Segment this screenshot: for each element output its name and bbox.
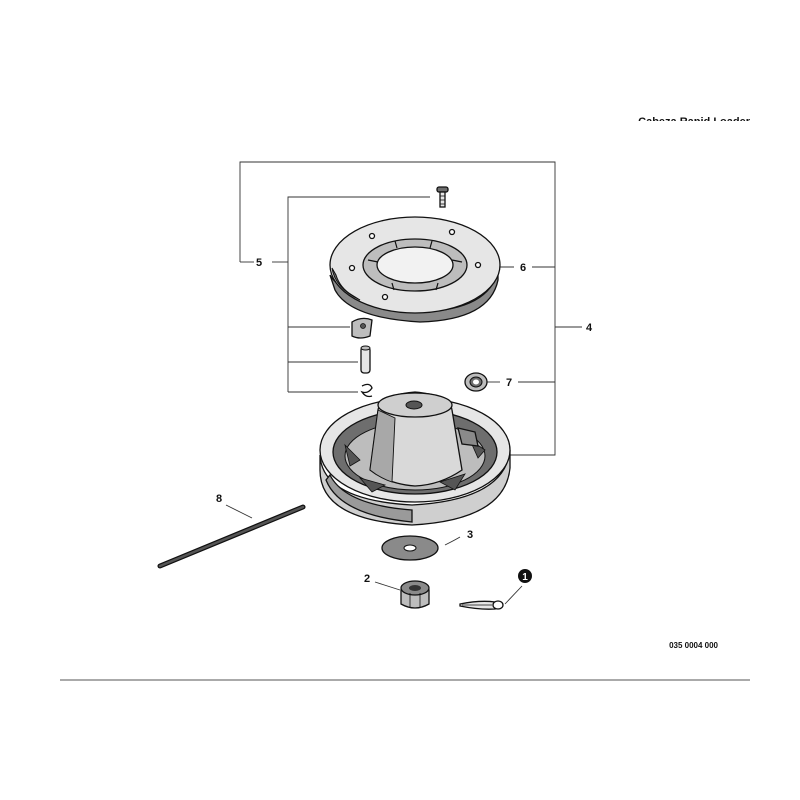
leader-3 [444, 536, 461, 546]
head-housing [319, 391, 511, 526]
washer [381, 535, 439, 561]
callout-labels: 5 6 4 7 8 3 2 1 [216, 257, 593, 585]
callout-8: 8 [216, 493, 222, 505]
cover-plate [329, 216, 501, 323]
callout-6: 6 [520, 262, 526, 274]
leader-2 [374, 581, 401, 591]
nut [400, 580, 430, 609]
diagram-reference: 035 0004 000 [669, 641, 718, 650]
callout-1-badge [518, 569, 532, 583]
callout-5: 5 [256, 257, 262, 269]
callout-2: 2 [364, 573, 370, 585]
trimmer-line [157, 504, 306, 569]
callout-3: 3 [467, 529, 473, 541]
screw [436, 186, 449, 208]
pin [360, 345, 371, 374]
cotter-pin [459, 600, 504, 610]
diagram-title: Cabeza Rapid Loader [560, 113, 750, 121]
leader-lines [225, 161, 582, 605]
callout-7: 7 [506, 377, 512, 389]
leader-1 [504, 585, 523, 605]
callout-1: 1 [522, 572, 528, 583]
bracket-4-outer [239, 161, 556, 456]
spring [360, 383, 373, 398]
grommet [464, 372, 488, 392]
wedge-piece [351, 317, 373, 339]
callout-4: 4 [586, 322, 593, 334]
leader-8 [225, 504, 253, 519]
